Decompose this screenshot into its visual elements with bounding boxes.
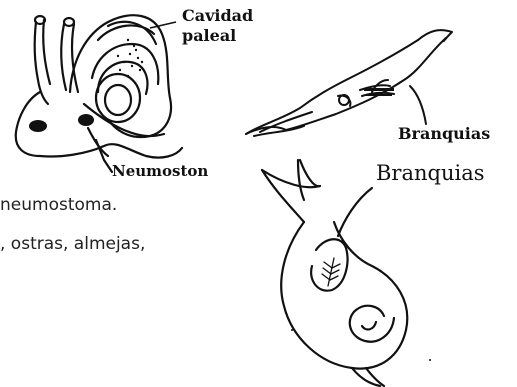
text-fragment-line2: , ostras, almejas,	[0, 236, 145, 253]
text-fragment-line1: neumostoma.	[0, 197, 117, 214]
pneumostome-label: Neumoston	[112, 164, 208, 179]
squid-gills-label: Branquias	[398, 126, 490, 142]
aquatic-snail-gills-label: Branquias	[376, 163, 485, 184]
mantle-cavity-label-line2: paleal	[182, 28, 236, 44]
mantle-cavity-label-line1: Cavidad	[182, 8, 253, 24]
